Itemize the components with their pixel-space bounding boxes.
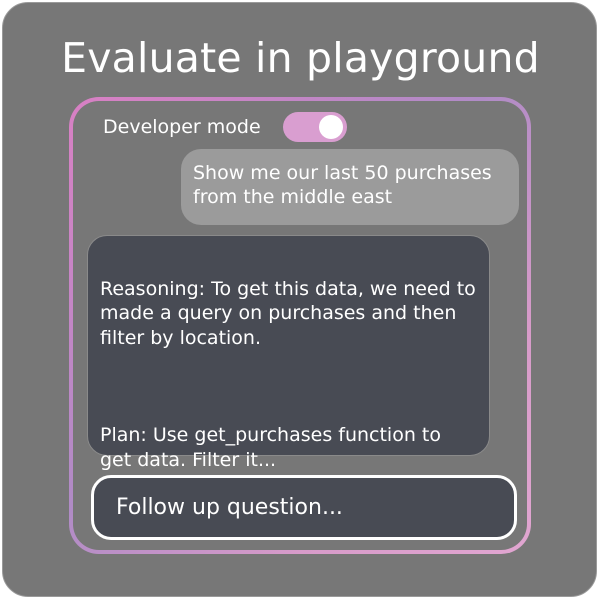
assistant-message-bubble: Reasoning: To get this data, we need to … [87,235,490,471]
developer-mode-toggle[interactable] [283,112,347,142]
assistant-plan-text: Plan: Use get_purchases function to get … [100,424,441,471]
user-message-bubble: Show me our last 50 purchases from the m… [181,149,519,225]
paragraph-gap [100,375,477,399]
developer-mode-label: Developer mode [103,116,261,138]
followup-input[interactable] [116,478,492,537]
page-title: Evaluate in playground [61,34,540,82]
assistant-reasoning-text: Reasoning: To get this data, we need to … [100,277,476,349]
followup-input-container[interactable] [91,475,517,540]
toggle-knob [319,115,343,139]
